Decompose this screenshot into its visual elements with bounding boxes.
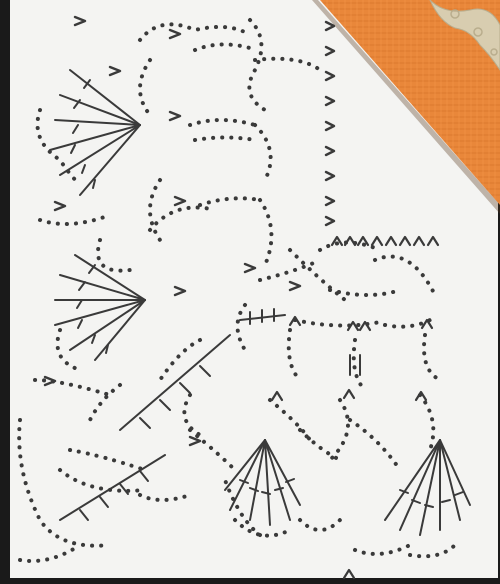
crochet-chart-photo xyxy=(0,0,500,584)
photo-scene xyxy=(0,0,500,584)
